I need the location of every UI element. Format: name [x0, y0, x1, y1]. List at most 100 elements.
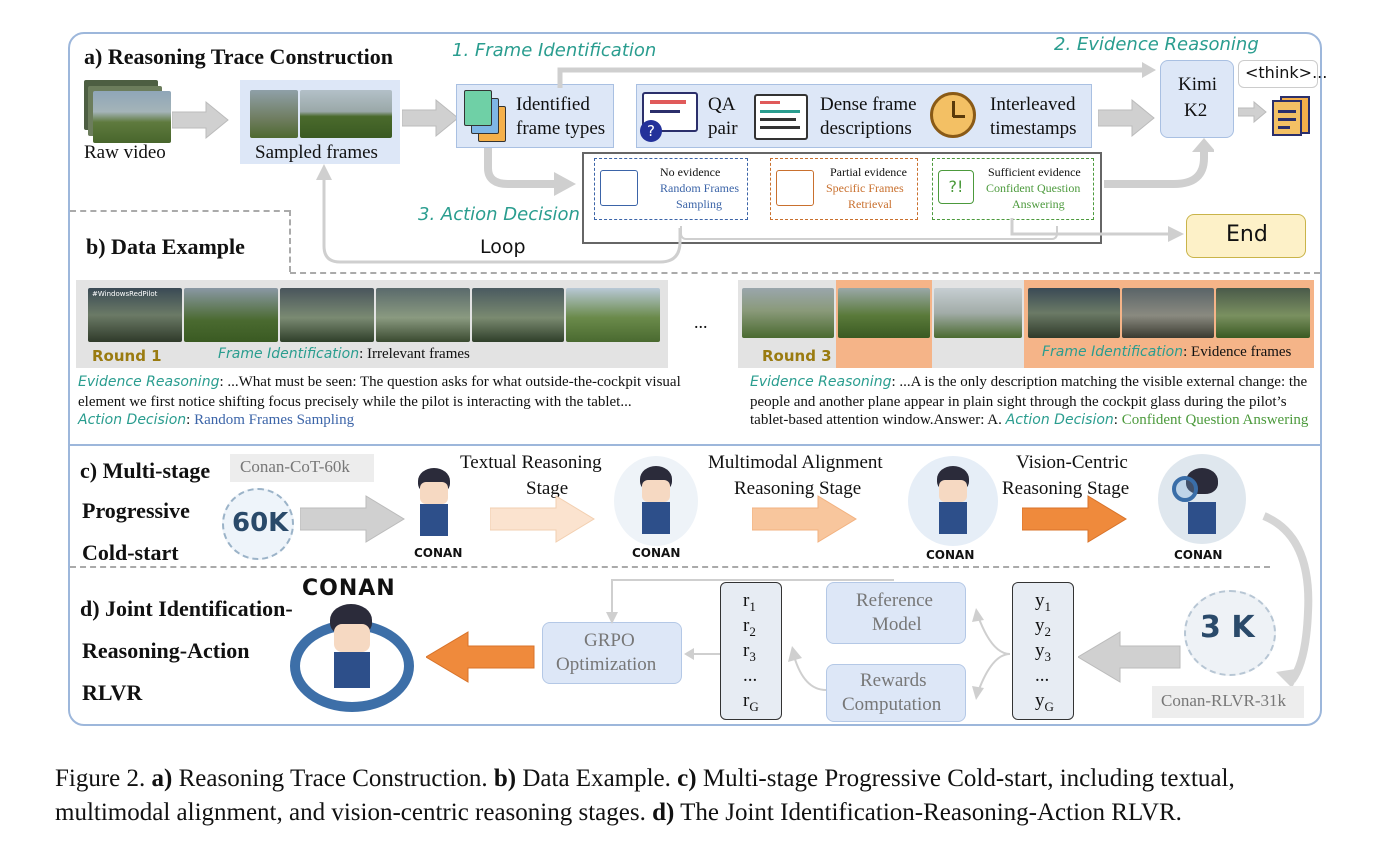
stage3-label-2: Reasoning Stage [1002, 478, 1130, 499]
y-subscript: 3 [1044, 648, 1052, 664]
qa-label-1: QA [708, 94, 736, 115]
rewards-label-1: Rewards [860, 670, 927, 691]
round3-frame-6 [1216, 288, 1310, 338]
interleaved-label-1: Interleaved [990, 94, 1076, 115]
arrow-to-end [1010, 218, 1184, 242]
frame-watermark: #WindowsRedPilot [92, 290, 158, 298]
r-item: ... [743, 665, 757, 690]
random-sampling-icon [600, 170, 638, 206]
arrow-identified-to-action [484, 148, 576, 196]
r-subscript: 1 [749, 598, 756, 614]
step3-label: 3. Action Decision [418, 204, 580, 225]
fi-value-3: : Evidence frames [1183, 344, 1292, 360]
data-60k-icon [222, 488, 294, 560]
caption-a: a) [151, 765, 173, 792]
arrow-r-to-grpo [684, 648, 720, 660]
arrow-sampled-to-identified [402, 98, 459, 138]
y-symbol: y [1035, 615, 1045, 636]
partial-action-2: Retrieval [848, 197, 892, 211]
arrow-stage2 [752, 495, 857, 543]
r-item: r2 [743, 615, 756, 640]
round1-frame-2 [184, 288, 278, 342]
conan-label-2: CONAN [632, 546, 681, 560]
answer-icon: ?! [938, 170, 974, 204]
section-d-title-2: Reasoning-Action [82, 638, 250, 663]
caption-b: b) [493, 765, 517, 792]
round1-frame-6 [566, 288, 660, 342]
stage2-label-1: Multimodal Alignment [708, 452, 883, 473]
round3-frame-5 [1122, 288, 1214, 338]
section-d-title-1: d) Joint Identification- [80, 596, 293, 621]
round3-frame-2 [838, 288, 930, 338]
no-evidence-action-2: Sampling [676, 197, 723, 211]
y-symbol: y [1035, 590, 1045, 611]
grpo-label-1: GRPO [584, 630, 635, 651]
stage3-label-1: Vision-Centric [1016, 452, 1128, 473]
reference-model-box [826, 582, 966, 644]
arrow-rewards-to-r [788, 646, 827, 691]
conan-avatar-3 [908, 456, 998, 546]
separator-b-c [70, 444, 1320, 446]
ad-label-1: Action Decision [78, 412, 187, 428]
round1-frame-identification: Frame Identification: Irrelevant frames [218, 346, 470, 363]
round1-frame-4 [376, 288, 470, 342]
fi-label-1: Frame Identification [218, 346, 360, 362]
er-label-3: Evidence Reasoning [750, 374, 892, 390]
sampled-frames-label: Sampled frames [255, 142, 378, 163]
r-item: rG [743, 690, 759, 715]
loop-label: Loop [480, 236, 526, 258]
sampled-frame-2 [300, 90, 392, 138]
raw-video-frame-front [93, 91, 171, 143]
ad1-value: Random Frames Sampling [194, 412, 355, 428]
arrow-identified-to-kimi [557, 62, 1156, 88]
round3-action-decision: tablet-based attention window.Answer: A.… [750, 412, 1308, 429]
arrow-grpo-to-model [426, 631, 535, 683]
data-60k-badge: 60K [232, 508, 289, 538]
no-evidence-action-1: Random Frames [660, 181, 739, 195]
clock-icon [930, 92, 976, 138]
conan-avatar-1 [404, 468, 464, 544]
round1-action-decision: Action Decision: Random Frames Sampling [78, 412, 354, 429]
er3-line3: tablet-based attention window.Answer: A. [750, 412, 1002, 428]
arrow-stage3 [1022, 495, 1127, 543]
arrow-data-to-conan1 [300, 495, 405, 543]
er3-line2: people and another plane appear in plain… [750, 394, 1287, 410]
cot-dataset-badge [230, 454, 374, 482]
conan-avatar-2 [614, 456, 698, 546]
kimi-label-2: K2 [1184, 100, 1208, 121]
dense-label-1: Dense frame [820, 94, 917, 115]
round3-label: Round 3 [762, 347, 832, 365]
reference-label-2: Model [872, 614, 922, 635]
y-subscript: 2 [1044, 623, 1052, 639]
r-item: r3 [743, 640, 756, 665]
caption-c: c) [677, 765, 697, 792]
interleaved-label-2: timestamps [990, 118, 1077, 139]
kimi-k2-box [1160, 60, 1234, 138]
y-symbol: ... [1035, 665, 1050, 686]
frame-retrieval-icon [776, 170, 814, 206]
no-evidence-label: No evidence [660, 165, 721, 179]
arrow-sufficient-to-kimi [1104, 138, 1214, 188]
figure-caption: Figure 2. a) Reasoning Trace Constructio… [55, 762, 1355, 830]
fi-label-3: Frame Identification [1042, 344, 1184, 360]
section-b-title: b) Data Example [86, 234, 245, 259]
round3-frame-3 [934, 288, 1022, 338]
round1-frame-3 [280, 288, 374, 342]
document-icon [1272, 96, 1312, 136]
r-symbol: r [743, 590, 750, 611]
conan-label-1: CONAN [414, 546, 463, 560]
y-subscript: 1 [1044, 598, 1052, 614]
y-item: y3 [1035, 640, 1051, 665]
r-symbol: r [743, 640, 750, 661]
separator-b-top [70, 210, 290, 212]
y-item: y2 [1035, 615, 1051, 640]
arrow-cold-start-to-rlvr [1262, 512, 1313, 688]
arrow-raw-to-sampled [172, 100, 229, 140]
sufficient-action-1: Confident Question [986, 181, 1081, 195]
outputs-stack [1012, 582, 1074, 720]
sampled-frame-1 [250, 90, 298, 138]
section-c-title-3: Cold-start [82, 540, 179, 565]
end-label: End [1226, 222, 1268, 247]
r-item: r1 [743, 590, 756, 615]
round3-frame-1 [742, 288, 834, 338]
